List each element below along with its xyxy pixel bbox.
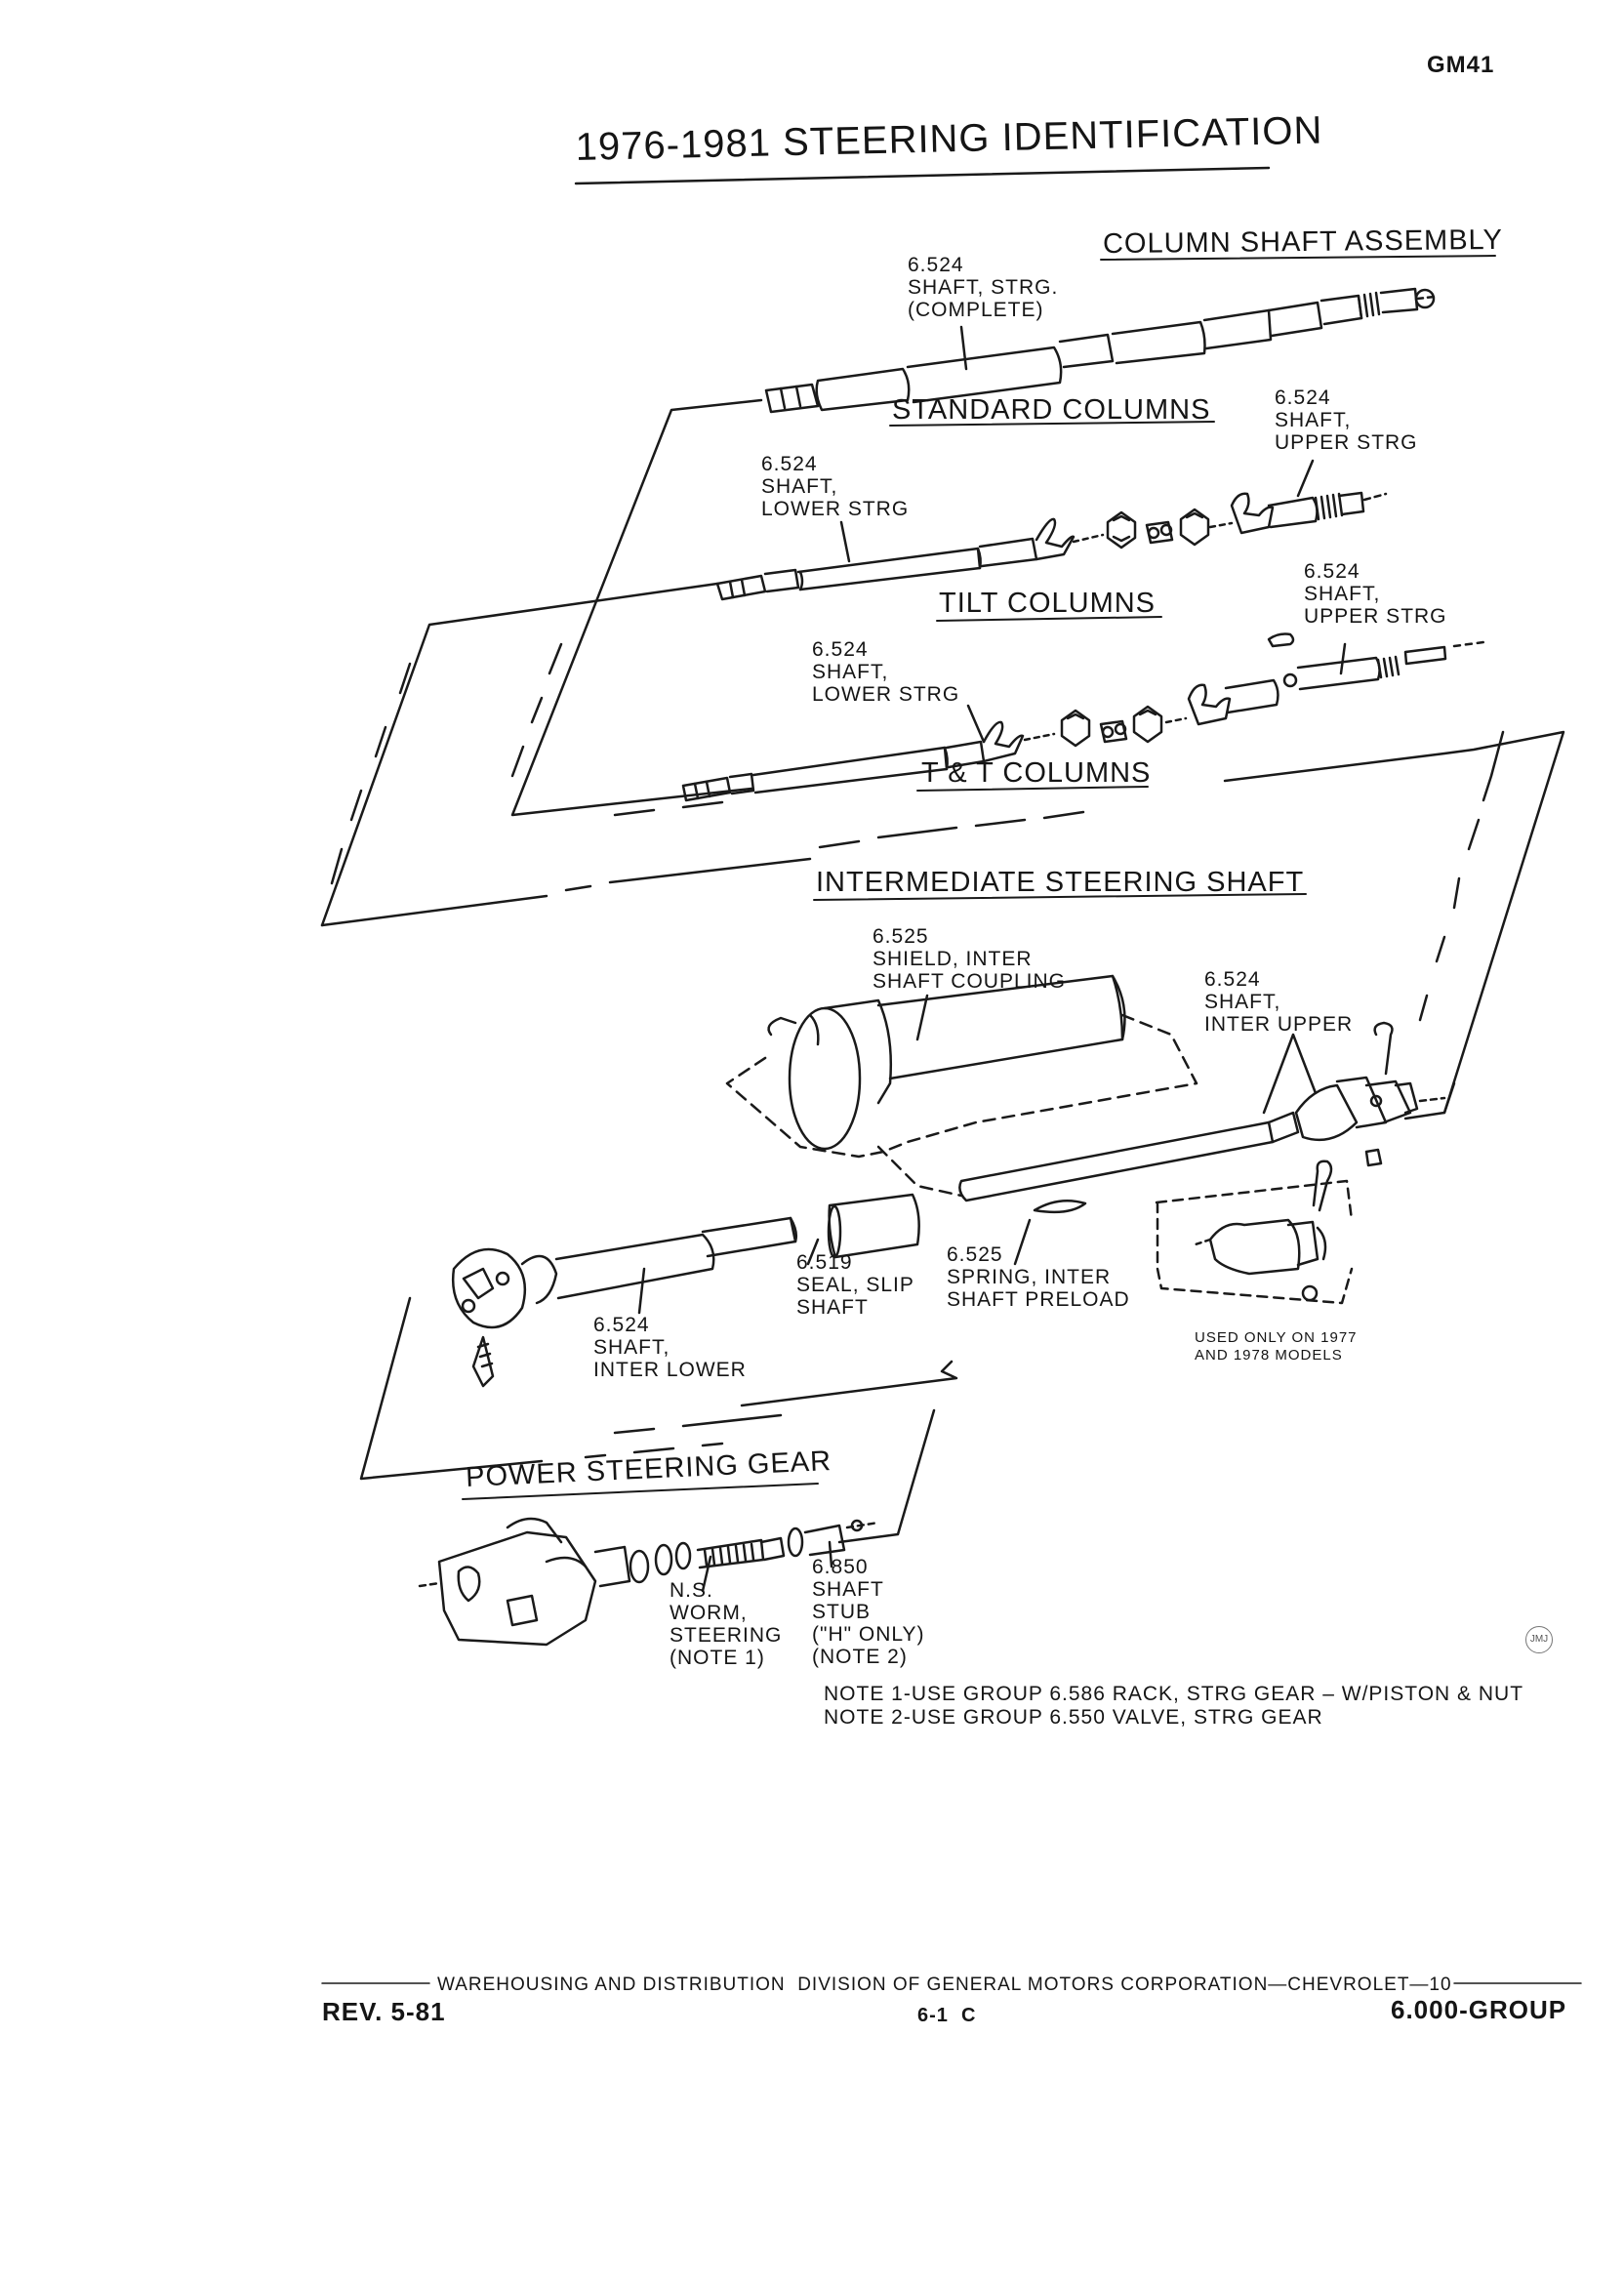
callout-spring: 6.525 SPRING, INTER SHAFT PRELOAD: [947, 1243, 1130, 1311]
footer-group: 6.000-GROUP: [1391, 1995, 1567, 2024]
leader-stub: [828, 1540, 833, 1568]
callout-used-only: USED ONLY ON 1977 AND 1978 MODELS: [1195, 1329, 1358, 1364]
leader-std-upper: [1296, 459, 1315, 498]
section-column-shaft-assembly: COLUMN SHAFT ASSEMBLY: [1102, 224, 1504, 261]
underline-column: [1100, 255, 1496, 261]
callout-tilt-lower: 6.524 SHAFT, LOWER STRG: [812, 638, 960, 706]
note-2: NOTE 2-USE GROUP 6.550 VALVE, STRG GEAR: [824, 1706, 1323, 1729]
callout-std-upper: 6.524 SHAFT, UPPER STRG: [1275, 387, 1418, 454]
column-shaft-complete: [764, 287, 1437, 414]
title-underline: [574, 166, 1271, 185]
page-code: GM41: [1427, 52, 1495, 78]
underline-tilt: [936, 616, 1162, 622]
page-title: 1976-1981 STEERING IDENTIFICATION: [575, 108, 1323, 169]
section-standard-columns: STANDARD COLUMNS: [892, 394, 1211, 426]
inset-1977-1978: [1155, 1160, 1354, 1305]
section-tilt-columns: TILT COLUMNS: [939, 588, 1157, 619]
callout-shaft-complete: 6.524 SHAFT, STRG. (COMPLETE): [908, 254, 1059, 321]
footer-page: 6-1 C: [917, 2005, 977, 2026]
inter-upper-shaft: [958, 1021, 1419, 1202]
spring-part: [1033, 1199, 1087, 1214]
underline-standard: [889, 421, 1215, 427]
shield-dash-outline: [725, 1013, 1198, 1159]
leader-spring: [1013, 1218, 1032, 1266]
underline-intermediate: [813, 893, 1307, 901]
callout-shield: 6.525 SHIELD, INTER SHAFT COUPLING: [873, 925, 1066, 993]
seal-slip-shaft: [827, 1193, 920, 1259]
leader-tilt-upper: [1339, 642, 1347, 675]
footer-division: WAREHOUSING AND DISTRIBUTION DIVISION OF…: [437, 1975, 1452, 1995]
leader-seal: [806, 1238, 820, 1266]
leader-complete: [959, 325, 968, 371]
callout-worm: N.S. WORM, STEERING (NOTE 1): [670, 1579, 783, 1669]
leader-inter-lower: [637, 1267, 646, 1315]
note-1: NOTE 1-USE GROUP 6.586 RACK, STRG GEAR –…: [824, 1683, 1524, 1705]
inter-upper-dash: [1418, 1096, 1446, 1103]
tilt-columns-parts: [681, 632, 1485, 802]
inspection-stamp: JMJ: [1525, 1626, 1553, 1653]
section-tt-columns: T & T COLUMNS: [921, 757, 1152, 789]
underline-power: [462, 1483, 819, 1500]
leader-inter-upper: [1262, 1033, 1318, 1115]
shield-coupling: [767, 974, 1126, 1151]
section-intermediate-shaft: INTERMEDIATE STEERING SHAFT: [816, 867, 1305, 898]
callout-seal: 6.519 SEAL, SLIP SHAFT: [796, 1251, 914, 1319]
routing-lines: [320, 398, 1565, 1120]
callout-tilt-upper: 6.524 SHAFT, UPPER STRG: [1304, 560, 1447, 628]
connect-dash: [876, 1145, 963, 1198]
callout-stub: 6.850 SHAFT STUB ("H" ONLY) (NOTE 2): [812, 1556, 925, 1668]
inter-lower-shaft: [452, 1216, 798, 1388]
leader-worm: [701, 1555, 712, 1593]
leader-shield: [915, 994, 929, 1041]
callout-std-lower: 6.524 SHAFT, LOWER STRG: [761, 453, 910, 520]
leader-std-lower: [839, 520, 851, 563]
leader-tilt-lower: [966, 704, 986, 744]
standard-columns-parts: [715, 491, 1388, 601]
power-gear-parts: [418, 1517, 880, 1647]
footer-rev: REV. 5-81: [322, 1997, 446, 2026]
callout-inter-lower: 6.524 SHAFT, INTER LOWER: [593, 1314, 747, 1381]
callout-inter-upper: 6.524 SHAFT, INTER UPPER: [1204, 968, 1354, 1036]
underline-tt: [916, 786, 1149, 792]
lower-loop: [359, 1296, 958, 1544]
